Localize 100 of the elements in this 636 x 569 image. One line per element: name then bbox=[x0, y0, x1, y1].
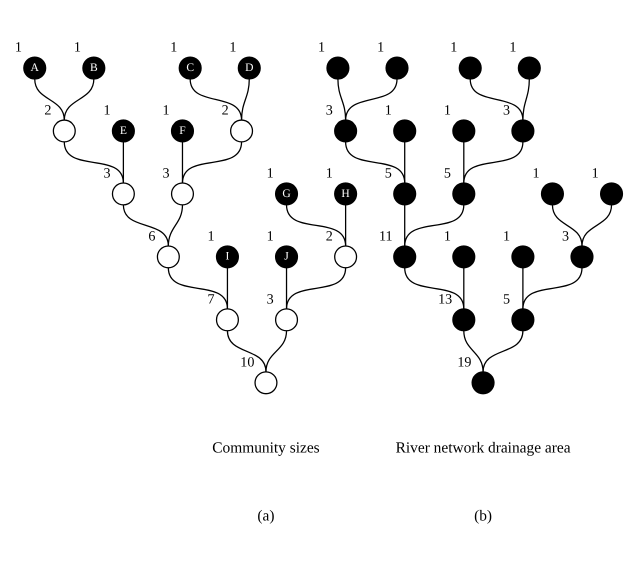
connector bbox=[182, 142, 242, 184]
node-circle bbox=[393, 182, 416, 206]
node-label: 1 bbox=[170, 40, 178, 56]
node-circle bbox=[274, 308, 298, 332]
node-label: 19 bbox=[457, 354, 472, 370]
connector bbox=[581, 204, 612, 246]
connector bbox=[344, 142, 406, 184]
connector bbox=[226, 268, 228, 309]
node-circle bbox=[230, 119, 254, 143]
node-circle bbox=[600, 182, 624, 206]
node-circle bbox=[170, 182, 194, 206]
node-label: 1 bbox=[266, 166, 274, 182]
connector bbox=[64, 142, 124, 184]
node-circle: F bbox=[170, 119, 194, 143]
connector bbox=[552, 204, 583, 246]
node-circle: C bbox=[178, 56, 202, 80]
node-label: 1 bbox=[103, 102, 111, 119]
node-label: 1 bbox=[444, 228, 451, 245]
node-label: 1 bbox=[377, 40, 384, 56]
connector bbox=[190, 78, 242, 120]
node-circle bbox=[216, 308, 239, 332]
node-circle bbox=[472, 371, 495, 394]
connector bbox=[240, 78, 250, 120]
node-circle bbox=[385, 56, 409, 80]
node-circle bbox=[156, 245, 180, 268]
node-circle bbox=[452, 182, 476, 206]
node-circle: A bbox=[23, 56, 46, 80]
connector bbox=[470, 78, 524, 120]
connector bbox=[522, 268, 583, 310]
node-circle bbox=[393, 119, 416, 143]
node-circle: D bbox=[238, 56, 261, 80]
node-label: 1 bbox=[592, 166, 599, 182]
node-label: 1 bbox=[74, 40, 81, 56]
node-circle bbox=[458, 56, 482, 80]
node-label: 3 bbox=[266, 292, 274, 308]
connector bbox=[226, 330, 267, 372]
connector bbox=[463, 142, 524, 184]
node-circle bbox=[518, 56, 541, 80]
connector bbox=[168, 268, 228, 310]
connector bbox=[463, 330, 484, 372]
node-circle bbox=[570, 245, 594, 268]
node-circle bbox=[326, 56, 350, 80]
node-label: 1 bbox=[229, 40, 236, 56]
connector bbox=[404, 268, 464, 310]
node-label: 6 bbox=[148, 228, 156, 245]
node-label: 1 bbox=[14, 40, 22, 56]
node-label: 1 bbox=[208, 228, 215, 245]
node-label: 3 bbox=[562, 228, 570, 245]
node-circle bbox=[452, 245, 476, 268]
node-label: 3 bbox=[162, 166, 170, 182]
node-circle bbox=[52, 119, 76, 143]
node-circle: J bbox=[274, 245, 298, 268]
node-label: 1 bbox=[162, 102, 170, 119]
connector bbox=[482, 330, 524, 372]
node-label: 1 bbox=[444, 102, 451, 119]
node-label: 1 bbox=[502, 228, 510, 245]
node-circle bbox=[511, 245, 534, 268]
node-label: 1 bbox=[266, 228, 274, 245]
node-label: 2 bbox=[326, 228, 333, 245]
label: (b) bbox=[474, 507, 492, 524]
connector bbox=[122, 204, 169, 246]
node-label: 3 bbox=[326, 102, 333, 119]
connector bbox=[522, 78, 530, 120]
node-label: 7 bbox=[208, 292, 215, 308]
node-label: 10 bbox=[240, 354, 254, 370]
node-circle bbox=[393, 245, 416, 268]
connector bbox=[344, 78, 398, 120]
connector bbox=[463, 268, 464, 309]
label: River network drainage area bbox=[396, 439, 571, 456]
node-circle bbox=[511, 119, 534, 143]
node-circle bbox=[540, 182, 564, 206]
node-circle bbox=[452, 308, 476, 332]
node-label: 2 bbox=[44, 102, 52, 119]
connector bbox=[64, 78, 94, 120]
connector bbox=[404, 204, 406, 246]
node-label: 5 bbox=[502, 292, 510, 308]
node-circle bbox=[511, 308, 534, 332]
connector bbox=[404, 204, 464, 246]
node-label: 1 bbox=[326, 166, 333, 182]
connector bbox=[122, 142, 124, 184]
node-circle: B bbox=[82, 56, 106, 80]
node-label: 5 bbox=[384, 166, 392, 182]
label: (a) bbox=[257, 507, 275, 524]
node-circle bbox=[334, 245, 358, 268]
node-label: 2 bbox=[222, 102, 229, 119]
connector bbox=[286, 268, 346, 310]
node-circle bbox=[334, 119, 358, 143]
node-label: 5 bbox=[444, 166, 451, 182]
node-label: 1 bbox=[318, 40, 326, 56]
node-circle bbox=[254, 371, 278, 394]
node-label: 1 bbox=[509, 40, 516, 56]
node-label: 11 bbox=[379, 228, 393, 245]
connector bbox=[34, 78, 65, 120]
connector bbox=[463, 142, 464, 184]
node-label: 1 bbox=[384, 102, 392, 119]
node-circle bbox=[112, 182, 135, 206]
node-label: 1 bbox=[532, 166, 540, 182]
connector bbox=[344, 204, 346, 246]
connector bbox=[265, 330, 288, 372]
node-label: 3 bbox=[103, 166, 111, 182]
